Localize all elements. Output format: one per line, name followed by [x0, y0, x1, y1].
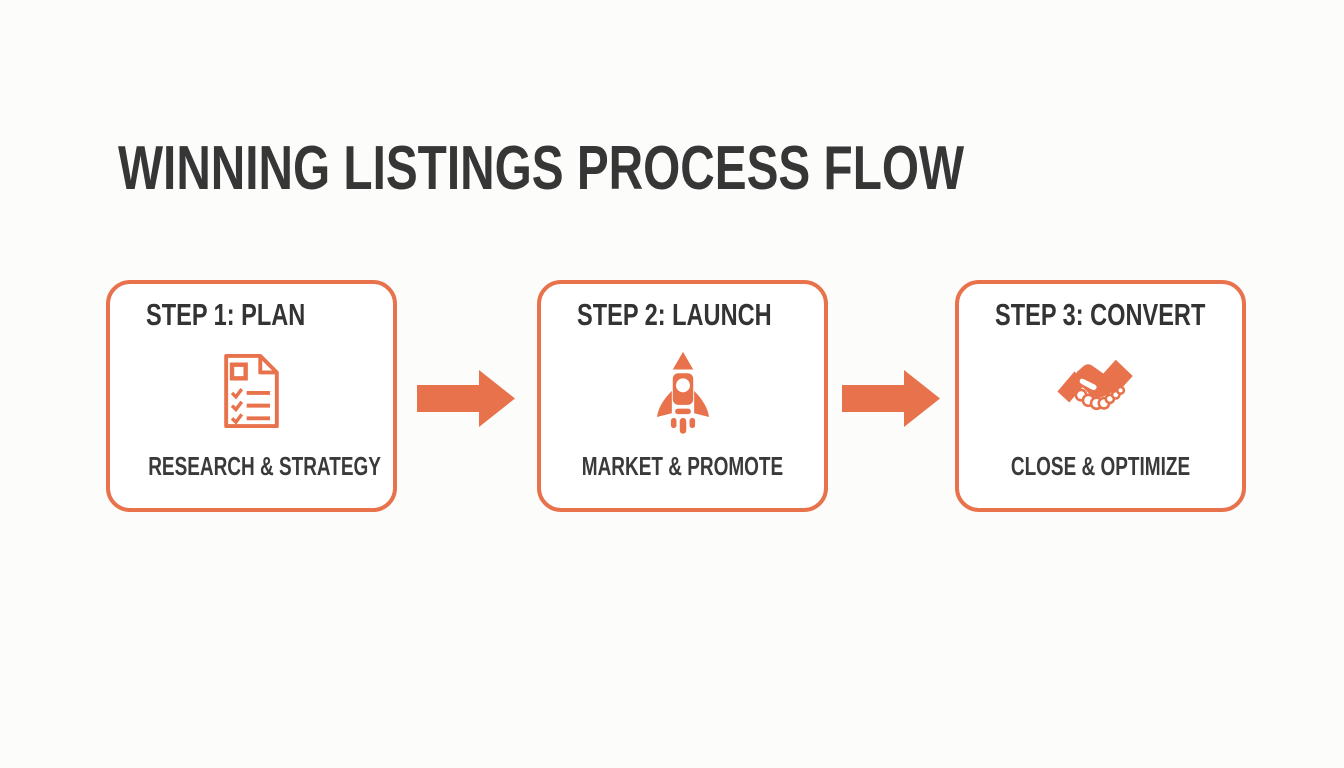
step-label: RESEARCH & STRATEGY — [148, 451, 381, 481]
step-card-plan: STEP 1: PLAN RESEARCH & STRATEGY — [106, 280, 397, 512]
step-title: STEP 3: CONVERT — [995, 297, 1206, 332]
step-label: CLOSE & OPTIMIZE — [1010, 451, 1191, 481]
rocket-icon — [541, 350, 824, 443]
step-title: STEP 2: LAUNCH — [577, 297, 772, 332]
step-card-convert: STEP 3: CONVERT CLOSE & OPTIMIZE — [955, 280, 1246, 512]
step-label: MARKET & PROMOTE — [581, 451, 784, 481]
flow-arrow-icon — [417, 370, 515, 427]
step-title: STEP 1: PLAN — [146, 297, 306, 332]
handshake-icon — [959, 356, 1242, 421]
checklist-document-icon — [110, 353, 393, 429]
step-card-launch: STEP 2: LAUNCH MARKET & PROMOTE — [537, 280, 828, 512]
flow-arrow-icon — [842, 370, 940, 427]
page-title: WINNING LISTINGS PROCESS FLOW — [118, 134, 965, 203]
